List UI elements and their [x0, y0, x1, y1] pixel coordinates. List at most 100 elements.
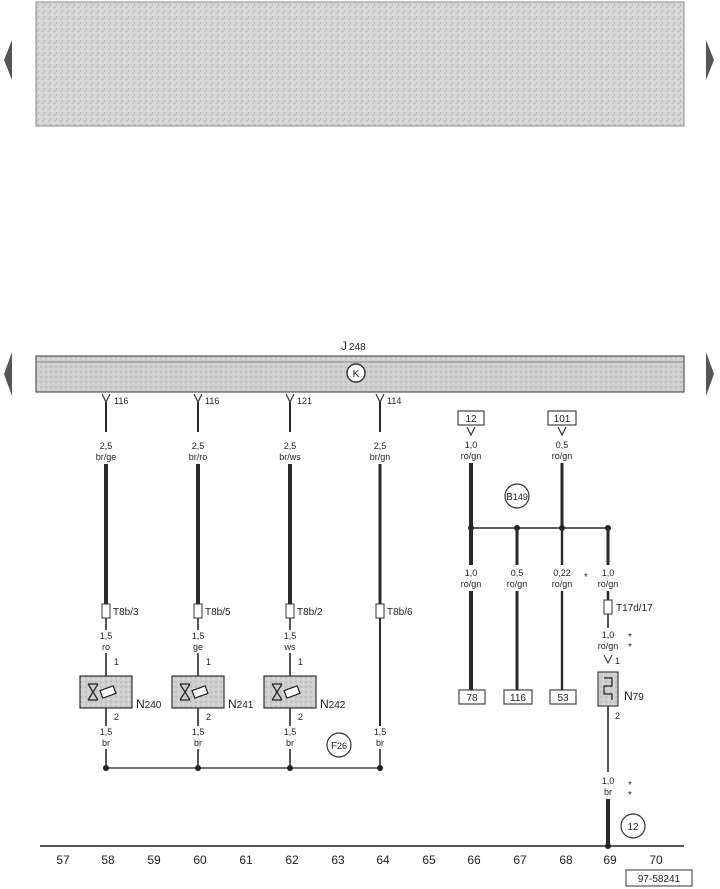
ground-point-12: [620, 813, 646, 839]
ruler-number: 57: [56, 853, 70, 867]
wire-size: 1,5: [100, 727, 113, 737]
wire-color: ro/gn: [598, 641, 619, 651]
connector-label: T8b/6: [387, 607, 413, 618]
connector-label: T17d/17: [616, 603, 653, 614]
wire-size: 1,5: [192, 727, 205, 737]
wire-color: ro/gn: [552, 451, 573, 461]
wire-size: 1,0: [465, 568, 478, 578]
ruler-number: 64: [376, 853, 390, 867]
wire-size: 0,5: [511, 568, 524, 578]
wire-color: br: [376, 738, 384, 748]
wire-color: ro/gn: [598, 579, 619, 589]
wire-color: br/ge: [96, 452, 117, 462]
wire-size: 1,0: [602, 568, 615, 578]
wire-color: ro/gn: [461, 579, 482, 589]
heater-label: N79: [624, 689, 644, 703]
ruler-number: 58: [101, 853, 115, 867]
pin-number: 1: [114, 657, 119, 667]
valve-n240: N240: [79, 675, 162, 711]
wire-size: 1,5: [284, 727, 297, 737]
ruler-number: 66: [467, 853, 481, 867]
ref-box-label: 53: [557, 693, 569, 704]
pin-number: 2: [114, 712, 119, 722]
left-ground-group: 2 2 2 1,5 br 1,5 br 1,5 br 1,5 br F26: [100, 618, 387, 771]
valve-label: N242: [320, 697, 346, 711]
ref-box-label: 78: [466, 693, 478, 704]
ground-k-symbol: [346, 363, 366, 383]
wire-size: 1,5: [192, 631, 205, 641]
ground-point-label: F26: [331, 741, 347, 752]
wire-color: br/ws: [279, 452, 301, 462]
asterisk: *: [628, 632, 632, 643]
pin-label: 114: [387, 396, 401, 406]
heater-n79: N79 2 1,0 br * * 12: [597, 671, 646, 849]
column-ruler: 57 58 59 60 61 62 63 64 65 66 67 68 69 7…: [56, 853, 663, 867]
pin-label: 121: [297, 396, 312, 406]
ruler-number: 61: [239, 853, 253, 867]
pin-label: 116: [114, 396, 128, 406]
asterisk: *: [584, 572, 588, 583]
wire-color: ro: [102, 642, 110, 652]
wire-size: 2,5: [192, 441, 205, 451]
ruler-number: 65: [422, 853, 436, 867]
ruler-number: 68: [559, 853, 573, 867]
wire-color: ro/gn: [507, 579, 528, 589]
pin-number: 2: [298, 712, 303, 722]
right-arrow-icon: [706, 40, 714, 80]
wire-color: br: [102, 738, 110, 748]
wire-size: 0,5: [556, 440, 569, 450]
wire-size: 0,22: [553, 568, 571, 578]
wire-color: ws: [284, 642, 296, 652]
ref-box-label: 12: [465, 414, 477, 425]
wire-size: 2,5: [374, 441, 387, 451]
wire-size: 2,5: [100, 441, 113, 451]
pin-number: 1: [298, 657, 303, 667]
wire-color: ge: [193, 642, 203, 652]
left-arrow-icon: [4, 352, 12, 396]
pin-number: 2: [206, 712, 211, 722]
diagram-id: 97-58241: [638, 874, 681, 885]
wire-color: br/gn: [370, 452, 391, 462]
left-wire-group: 116 116 121 114 2,5 br/ge 2,5 br/ro 2,5 …: [96, 393, 413, 676]
right-arrow-icon: [706, 352, 714, 396]
wire-size: 2,5: [284, 441, 297, 451]
connector-label: T8b/2: [297, 607, 323, 618]
connector-b149: [504, 483, 530, 509]
valve-label: N241: [228, 697, 254, 711]
ruler-number: 69: [603, 853, 617, 867]
diagram-id-box: [625, 869, 693, 887]
connector-label: T8b/3: [113, 607, 139, 618]
wire-size: 1,0: [602, 776, 615, 786]
wire-color: ro/gn: [461, 451, 482, 461]
ruler-number: 63: [331, 853, 345, 867]
wire-color: br: [194, 738, 202, 748]
connector-b149-label: B149: [506, 492, 528, 503]
wire-color: br: [604, 787, 612, 797]
asterisk: *: [628, 790, 632, 801]
asterisk: *: [628, 642, 632, 653]
wire-size: 1,5: [284, 631, 297, 641]
wire-size: 1,0: [465, 440, 478, 450]
valve-n241: N241: [171, 675, 254, 711]
ruler-number: 62: [285, 853, 299, 867]
asterisk: *: [628, 780, 632, 791]
right-wire-group: 12 101 1,0 ro/gn 0,5 ro/gn B149 1,0 ro/g…: [457, 410, 653, 705]
ruler-number: 60: [193, 853, 207, 867]
ruler-number: 70: [649, 853, 663, 867]
left-arrow-icon: [4, 40, 12, 80]
wire-size: 1,5: [100, 631, 113, 641]
wire-color: br: [286, 738, 294, 748]
wire-color: ro/gn: [552, 579, 573, 589]
ground-point-12-label: 12: [627, 822, 639, 833]
pin-number: 1: [615, 656, 620, 666]
ref-box-label: 116: [510, 693, 526, 704]
ground-point-f26: [326, 732, 352, 758]
wire-size: 1,5: [374, 727, 387, 737]
ruler-number: 59: [147, 853, 161, 867]
ref-box-label: 101: [554, 414, 571, 425]
wire-size: 1,0: [602, 630, 615, 640]
pin-number: 1: [206, 657, 211, 667]
connector-label: T8b/5: [205, 607, 231, 618]
